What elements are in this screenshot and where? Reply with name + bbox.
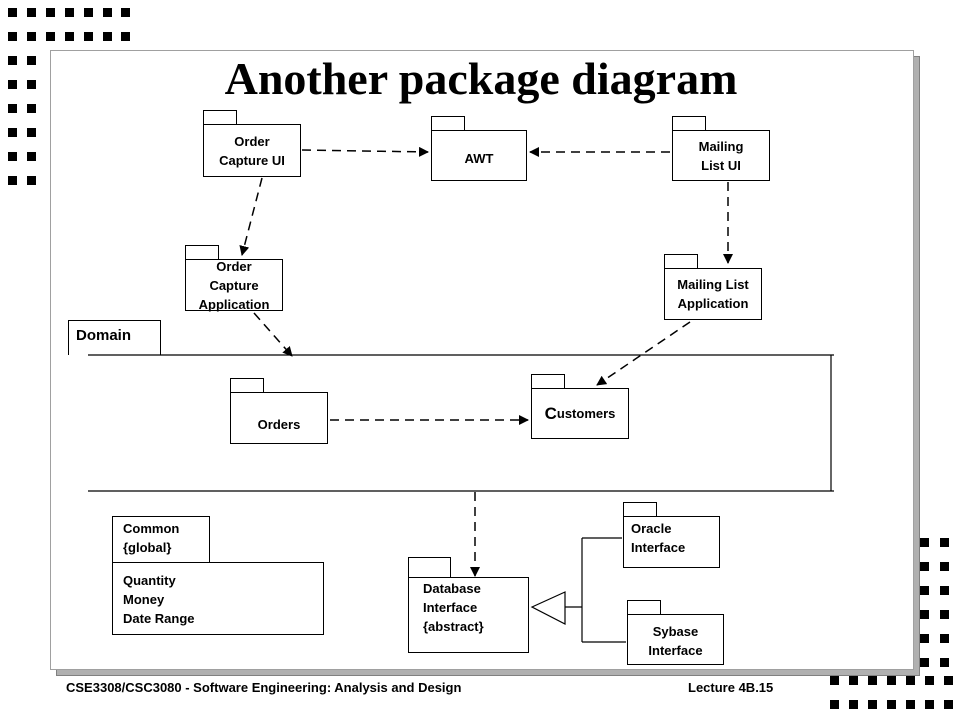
common-package-body: Quantity Money Date Range (112, 562, 324, 635)
dep-mailinglistapp-customers (596, 321, 691, 386)
customers-rest: ustomers (556, 406, 616, 421)
footer-lecture: Lecture 4B.15 (688, 680, 774, 695)
slide-title: Another package diagram (224, 53, 738, 104)
mailing-list-ui-package: Mailing List UI (672, 130, 770, 181)
awt-tab (431, 116, 465, 131)
customers-initial: C (544, 404, 557, 423)
order-capture-ui-tab (203, 110, 237, 125)
oracle-interface-tab (623, 502, 657, 517)
common-package-tab: Common {global} (112, 516, 210, 563)
database-interface-package: Database Interface {abstract} (408, 577, 529, 653)
dep-ordercaptureui-app (239, 177, 263, 256)
orders-tab (230, 378, 264, 393)
sybase-interface-tab (627, 600, 661, 615)
mailing-list-ui-tab (672, 116, 706, 131)
generalization-triangle (530, 591, 566, 625)
mailing-list-application-package: Mailing List Application (664, 268, 762, 320)
domain-package-tab: Domain (68, 320, 161, 355)
dep-ordercaptureui-awt (301, 146, 429, 157)
dep-ordercaptureapp-domain (253, 312, 293, 357)
order-capture-ui-package: Order Capture UI (203, 124, 301, 177)
mailing-list-application-tab (664, 254, 698, 269)
orders-package: Orders (230, 392, 328, 444)
oracle-interface-package: Oracle Interface (623, 516, 720, 568)
sybase-interface-package: Sybase Interface (627, 614, 724, 665)
order-capture-application-package: Order Capture Application (185, 259, 283, 312)
footer-course: CSE3308/CSC3080 - Software Engineering: … (66, 680, 462, 695)
database-interface-tab (408, 557, 451, 578)
awt-package: AWT (431, 130, 527, 181)
customers-tab (531, 374, 565, 389)
